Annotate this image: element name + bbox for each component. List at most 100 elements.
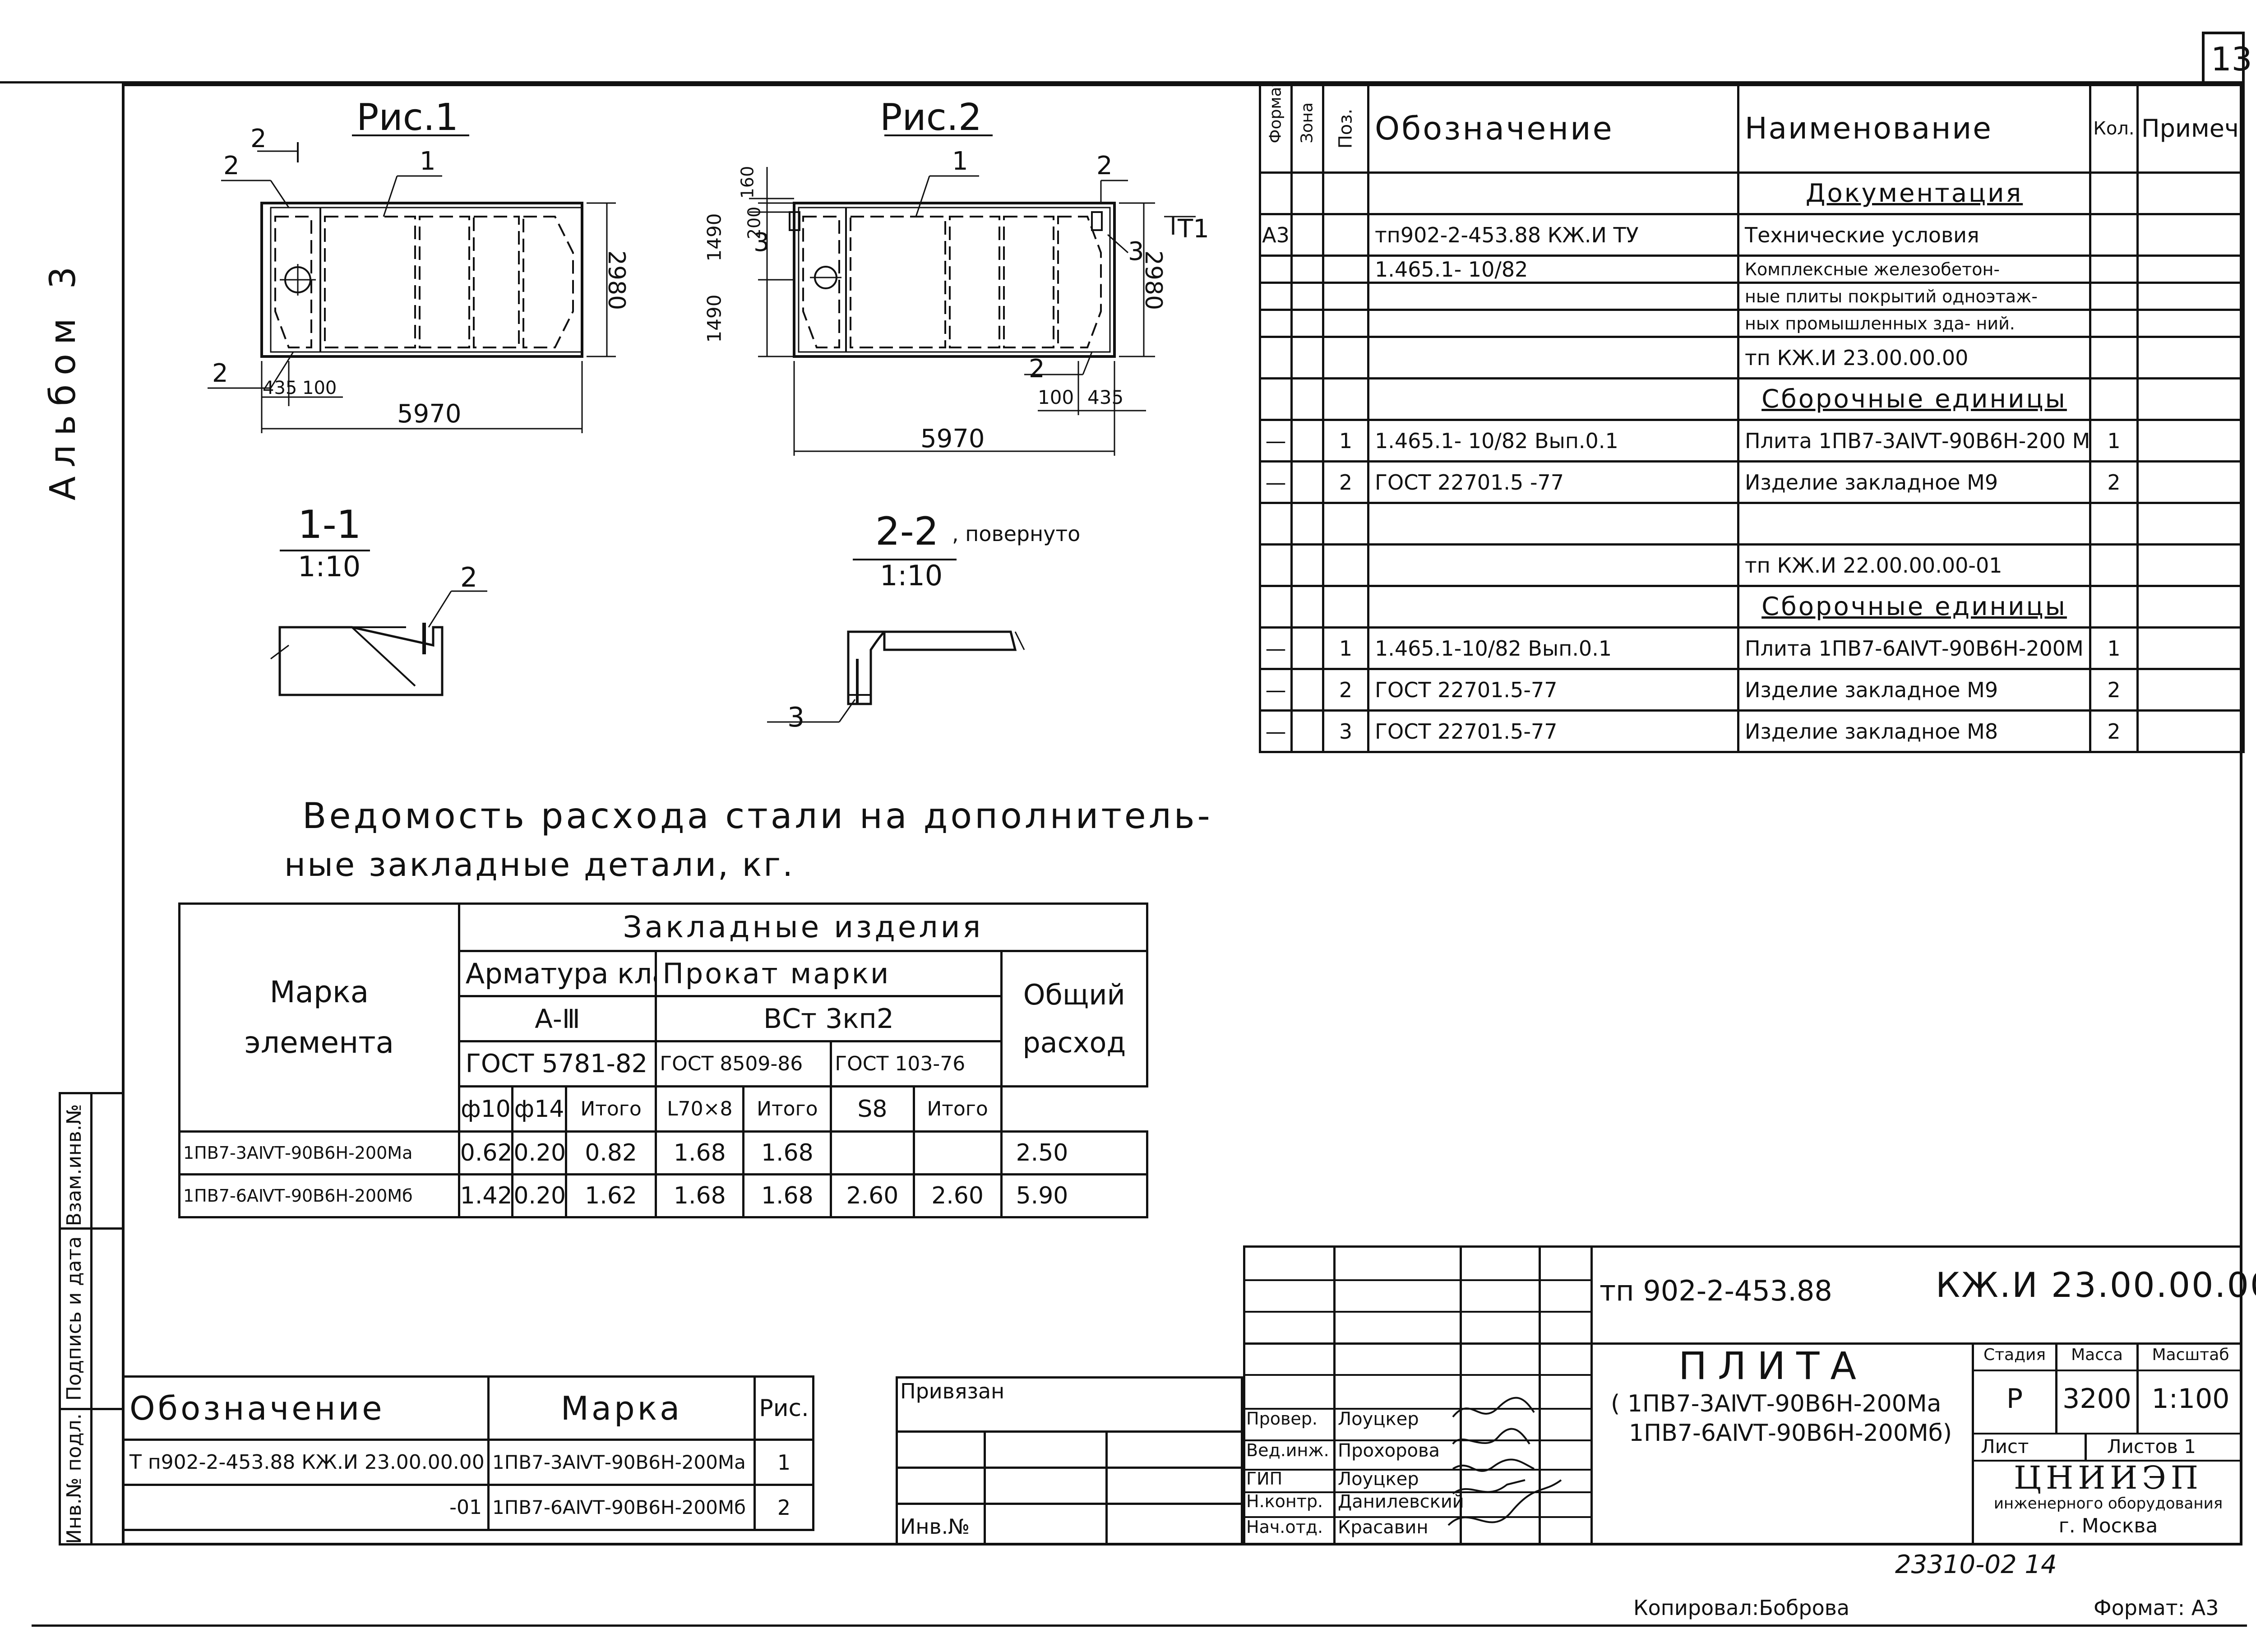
spec-cell-qty xyxy=(2089,543,2139,587)
spec-cell-fmt xyxy=(1259,377,1293,421)
spec-table: Формат Зона Поз. Обозначение Наименовани… xyxy=(1259,83,2245,753)
stamp-org2: инженерного оборудования xyxy=(1993,1495,2223,1513)
spec-cell-pos xyxy=(1322,377,1369,421)
section11-scale: 1:10 xyxy=(298,550,361,583)
binding-label: Привязан xyxy=(900,1379,1005,1403)
stamp-role: Нач.отд. xyxy=(1246,1517,1323,1537)
stamp-person-name: Лоуцкер xyxy=(1338,1469,1419,1490)
stamp-hline xyxy=(1972,1460,2242,1462)
spec-cell-pos: 2 xyxy=(1322,668,1369,712)
spec-cell-name: Плита 1ПВ7-3АⅣТ-90В6Н-200 М xyxy=(1737,419,2091,463)
spec-cell-note xyxy=(2136,460,2245,504)
steel-h-total1: Общий xyxy=(1023,978,1125,1012)
spec-cell-note xyxy=(2136,668,2245,712)
spec-cell-fmt xyxy=(1259,309,1293,338)
steel-sub-header: ф14 xyxy=(511,1085,567,1133)
steel-cell-value: 1.68 xyxy=(655,1130,745,1175)
spec-cell-zone xyxy=(1290,213,1324,257)
section22-callout: 3 xyxy=(787,702,805,733)
binding-inv-label: Инв.№ xyxy=(900,1514,970,1539)
steel-title-line2: ные закладные детали, кг. xyxy=(284,846,795,884)
section11-callout: 2 xyxy=(460,562,478,593)
spec-cell-desig: 1.465.1- 10/82 Вып.0.1 xyxy=(1367,419,1739,463)
spec-cell-qty: 2 xyxy=(2089,460,2139,504)
stamp-hline xyxy=(1243,1311,1593,1313)
steel-h-rolled-grade: ВСт 3кп2 xyxy=(655,995,1003,1042)
marks-cell-fig: 1 xyxy=(754,1439,814,1486)
stamp-subtitle1: ( 1ПВ7-3АⅣТ-90В6Н-200Ма xyxy=(1611,1390,1942,1417)
spec-cell-fmt xyxy=(1259,171,1293,215)
stamp-hline xyxy=(1972,1370,2242,1371)
spec-cell-note xyxy=(2136,585,2245,629)
stamp-h-mass: Масса xyxy=(2071,1346,2123,1364)
spec-cell-note xyxy=(2136,282,2245,311)
spec-cell-fmt xyxy=(1259,282,1293,311)
spec-cell-note xyxy=(2136,171,2245,215)
fig2-title: Рис.2 xyxy=(880,96,982,139)
section22-shape xyxy=(847,630,888,705)
stamp-h-scale: Масштаб xyxy=(2152,1346,2229,1364)
section11-shape xyxy=(278,626,444,696)
stamp-sheets: Листов 1 xyxy=(2107,1435,2196,1458)
spec-cell-fmt: — xyxy=(1259,419,1293,463)
spec-cell-desig xyxy=(1367,309,1739,338)
steel-sub-header: Итого xyxy=(912,1085,1003,1133)
spec-cell-zone xyxy=(1290,668,1324,712)
spec-cell-name: Сборочные единицы xyxy=(1737,585,2091,629)
stamp-hline xyxy=(1972,1433,2242,1435)
spec-cell-zone xyxy=(1290,502,1324,546)
stamp-role: Н.контр. xyxy=(1246,1491,1323,1511)
side-label-sign: Подпись и дата xyxy=(63,1236,86,1401)
spec-cell-fmt: — xyxy=(1259,626,1293,670)
marks-header: Марка xyxy=(487,1375,756,1441)
spec-cell-note xyxy=(2136,309,2245,338)
stamp-doc-code: КЖ.И 23.00.00.00 xyxy=(1936,1265,2256,1305)
spec-cell-qty xyxy=(2089,171,2139,215)
bottom-number: 23310-02 14 xyxy=(1895,1550,2057,1579)
spec-cell-qty xyxy=(2089,336,2139,379)
fig2-left-dim: 160 xyxy=(737,166,758,199)
fig2-edge-dim: 435 xyxy=(1087,386,1124,408)
stamp-role: Вед.инж. xyxy=(1246,1440,1329,1460)
spec-header: Поз. xyxy=(1335,108,1356,149)
stamp-person-name: Прохорова xyxy=(1338,1440,1440,1461)
spec-cell-note xyxy=(2136,626,2245,670)
spec-cell-name: Изделие закладное М9 xyxy=(1737,460,2091,504)
stamp-role: ГИП xyxy=(1246,1469,1283,1489)
spec-cell-pos xyxy=(1322,336,1369,379)
steel-cell-value: 2.60 xyxy=(912,1173,1003,1218)
fig2-left-dim: 1490 xyxy=(703,294,726,343)
spec-row: Документация xyxy=(1259,171,2245,215)
signatures xyxy=(1447,1397,1562,1526)
spec-cell-zone xyxy=(1290,460,1324,504)
stamp-mass: 3200 xyxy=(2062,1383,2131,1415)
spec-cell-pos: 1 xyxy=(1322,419,1369,463)
marks-cell-desig: -01 xyxy=(122,1484,490,1531)
steel-cell-value: 2.60 xyxy=(830,1173,915,1218)
spec-cell-zone xyxy=(1290,543,1324,587)
spec-row xyxy=(1259,502,2245,546)
fig1-callout: 1 xyxy=(420,147,436,176)
steel-cell-value: 1.62 xyxy=(564,1173,657,1218)
fig1-edge-dim: 435 xyxy=(263,378,297,398)
spec-row: ные плиты покрытий одноэтаж- xyxy=(1259,282,2245,311)
spec-cell-name: Сборочные единицы xyxy=(1737,377,2091,421)
stamp-vline xyxy=(1460,1245,1462,1546)
spec-cell-pos xyxy=(1322,543,1369,587)
steel-h-gost2: ГОСТ 8509-86 xyxy=(655,1040,832,1087)
spec-header: Наименование xyxy=(1737,83,2091,174)
binding-line xyxy=(896,1430,1243,1433)
fig2-callout: 2 xyxy=(1096,151,1113,180)
fig2-left-dim: 1490 xyxy=(703,213,726,262)
spec-cell-pos xyxy=(1322,213,1369,257)
stamp-frame xyxy=(1243,1245,2242,1546)
spec-cell-zone xyxy=(1290,626,1324,670)
fig2-height-dim: 2980 xyxy=(1140,250,1167,310)
spec-cell-note xyxy=(2136,543,2245,587)
stamp-sheet: Лист xyxy=(1981,1435,2029,1458)
spec-cell-desig xyxy=(1367,585,1739,629)
